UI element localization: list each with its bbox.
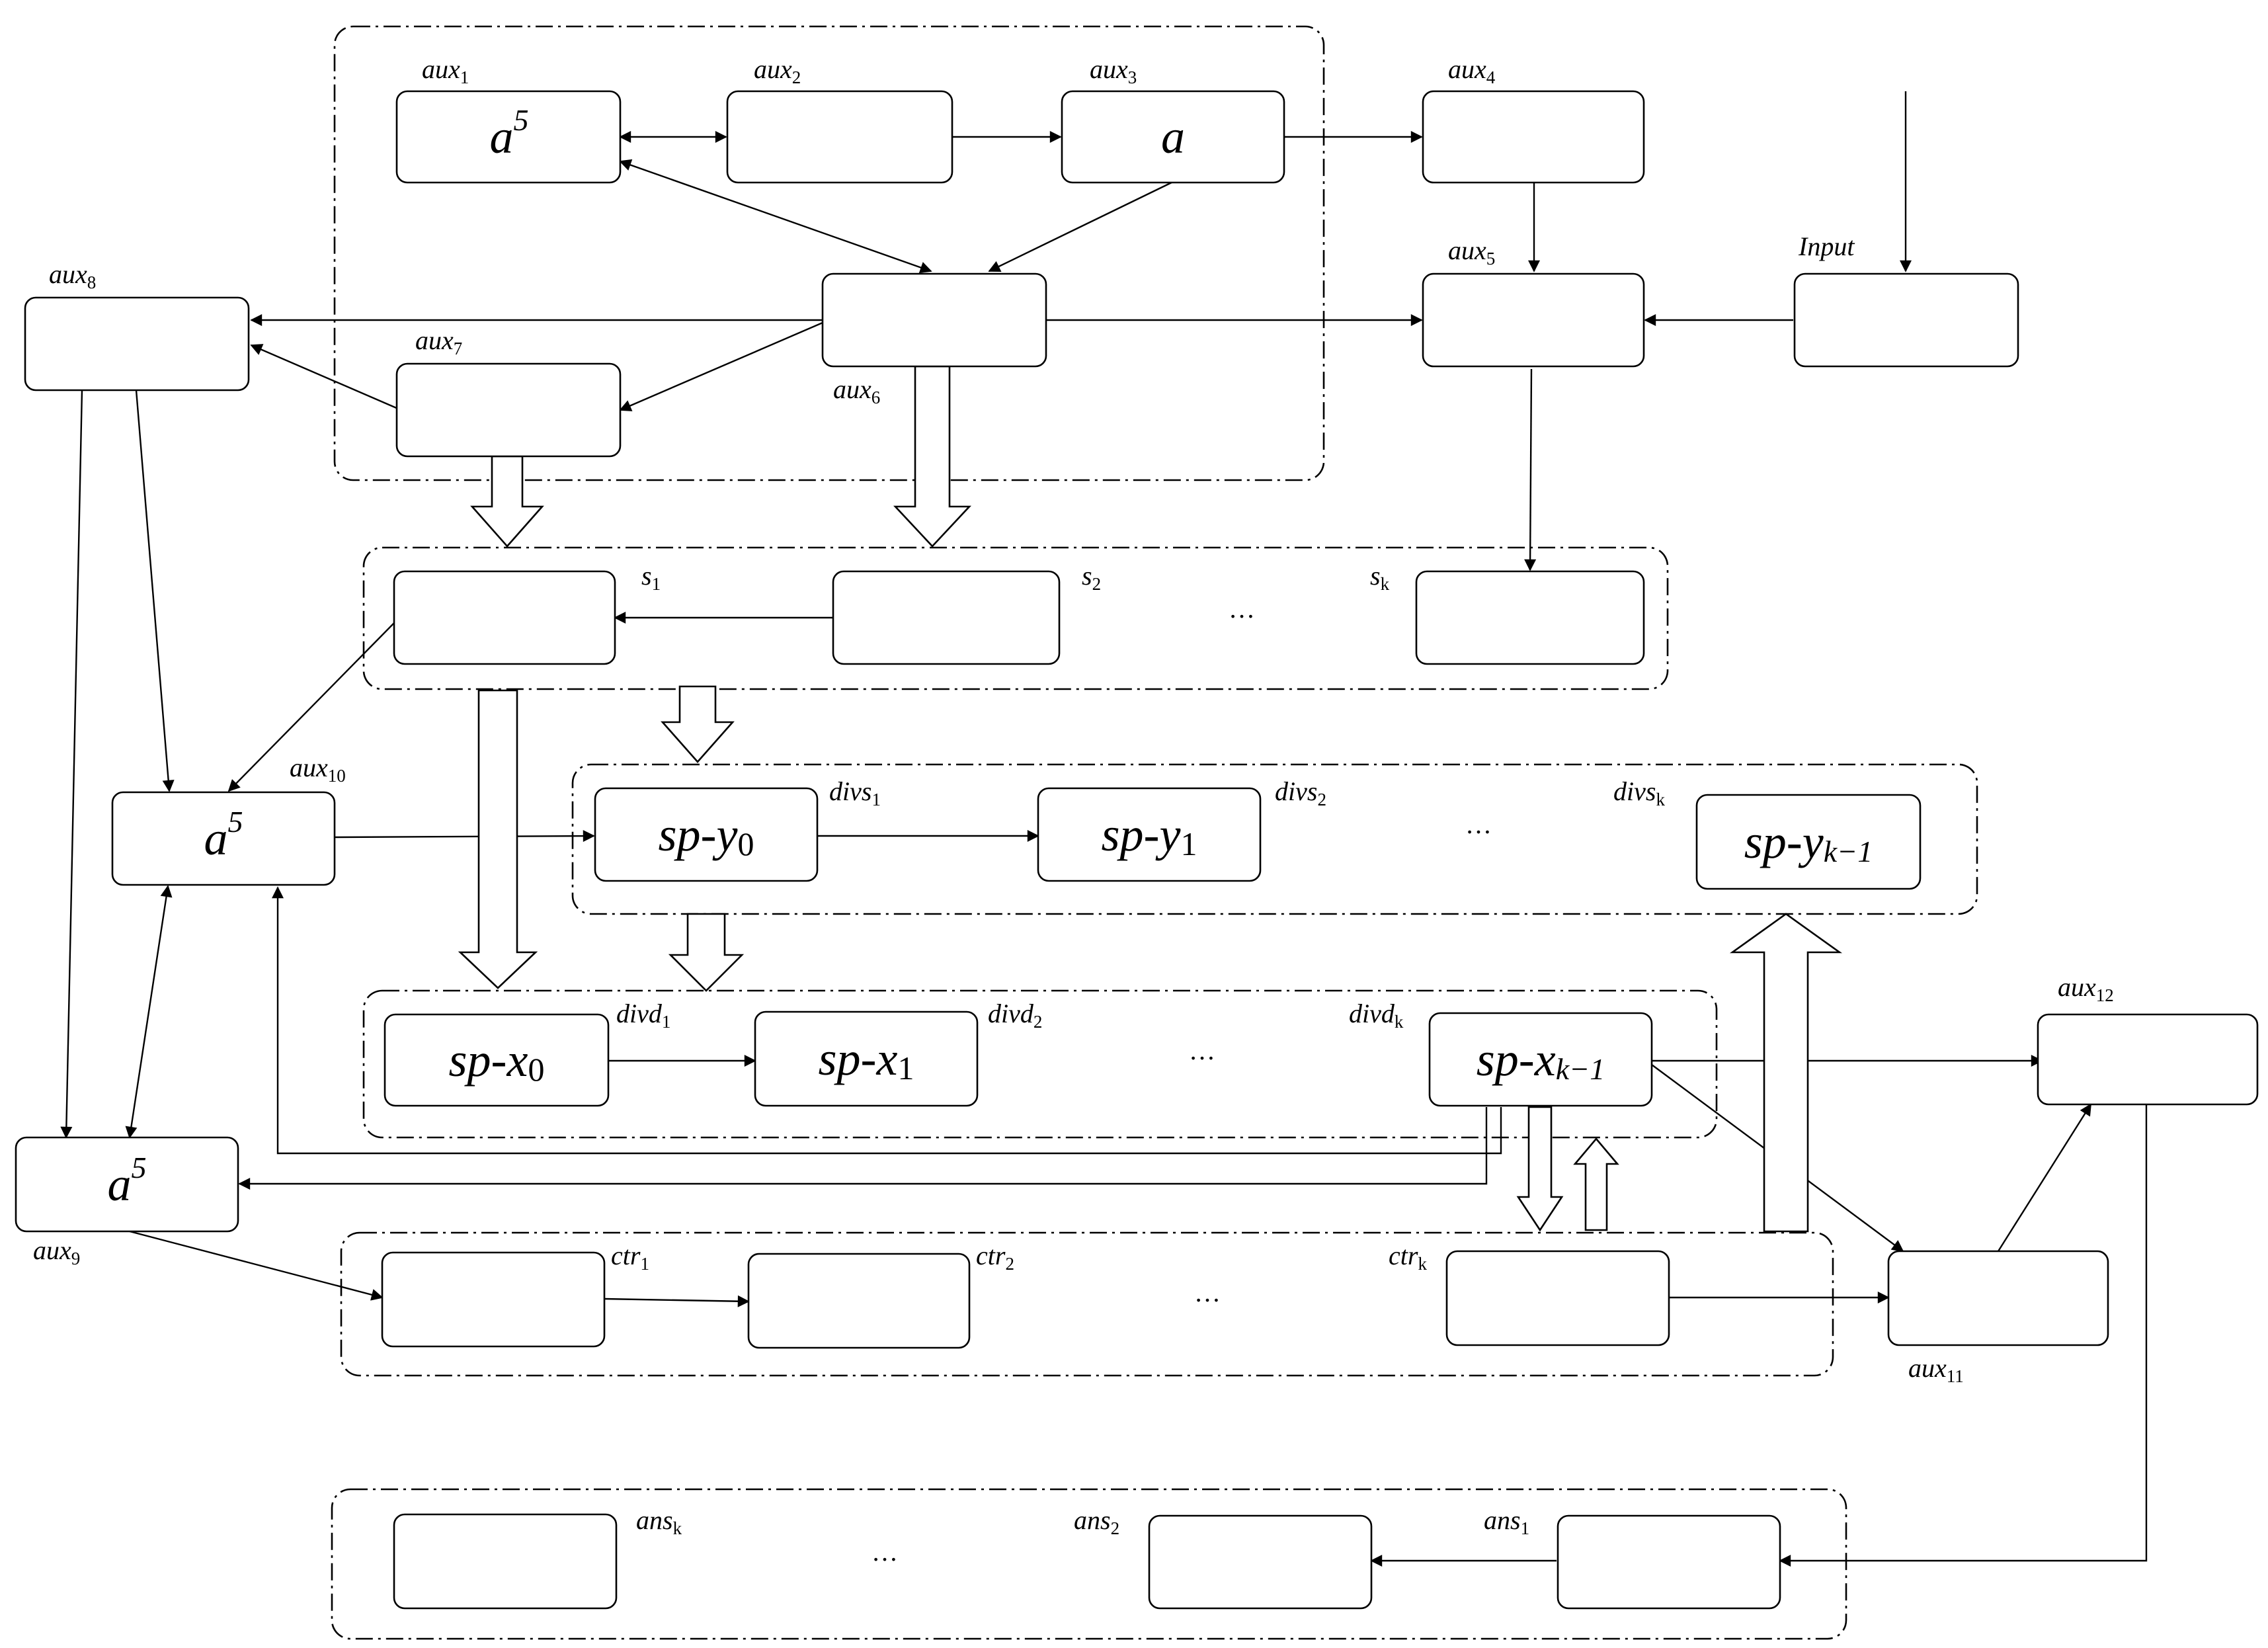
spy1-content: sp-y1: [1102, 808, 1197, 862]
s1-label: s1: [641, 561, 661, 594]
input-box: [1793, 272, 2019, 368]
aux3-box: [1061, 90, 1285, 184]
spxk-content: sp-xk−1: [1477, 1033, 1605, 1086]
ctr1-box: [381, 1251, 606, 1348]
divsk-label: divsk: [1613, 776, 1665, 809]
spx1-content: sp-x1: [819, 1032, 914, 1087]
divd-group-frame: [362, 989, 1718, 1139]
ctrk-label: ctrk: [1389, 1241, 1427, 1274]
s-row-ellipsis: …: [1229, 594, 1255, 624]
spy1-box: [1037, 787, 1262, 882]
aux1-box: [395, 90, 622, 184]
spyk-content: sp-yk−1: [1744, 815, 1873, 868]
ans-row-ellipsis: …: [871, 1537, 898, 1567]
ctrk-box: [1445, 1250, 1670, 1346]
aux11-box: [1887, 1250, 2109, 1346]
spx0-content: sp-x0: [449, 1034, 545, 1088]
s-group-frame: [362, 546, 1669, 690]
aux9-label: aux9: [33, 1235, 80, 1268]
spxk-box: [1428, 1012, 1653, 1107]
aux7-label: aux7: [415, 325, 462, 358]
spyk-box: [1695, 794, 1922, 890]
s2-box: [832, 570, 1061, 665]
aux4-box: [1422, 90, 1645, 184]
divdk-label: divdk: [1349, 999, 1404, 1032]
s1-box: [393, 570, 616, 665]
spx1-box: [754, 1010, 979, 1107]
aux6-box: [821, 272, 1047, 368]
sk-box: [1415, 570, 1645, 665]
aux6-label: aux6: [833, 374, 880, 407]
spy0-content: sp-y0: [659, 808, 754, 862]
ctr2-box: [747, 1253, 971, 1349]
aux10-label: aux10: [290, 753, 346, 786]
divd1-label: divd1: [616, 999, 670, 1032]
input-label: Input: [1798, 231, 1855, 261]
divs-group-frame: [571, 763, 1978, 915]
ans1-label: ans1: [1484, 1505, 1529, 1538]
ctr2-label: ctr2: [976, 1241, 1014, 1274]
ctr-group-frame: [340, 1231, 1834, 1377]
ctr1-label: ctr1: [611, 1241, 649, 1274]
aux3-label: aux3: [1090, 54, 1137, 87]
aux11-label: aux11: [1908, 1353, 1964, 1386]
ansk-label: ansk: [636, 1505, 682, 1538]
aux7-box: [395, 362, 622, 458]
aux10-content: a5: [204, 805, 243, 866]
divs2-label: divs2: [1275, 776, 1326, 809]
aux9-content: a5: [108, 1151, 147, 1212]
aux2-label: aux2: [754, 54, 801, 87]
ans2-label: ans2: [1074, 1505, 1119, 1538]
aux5-box: [1422, 272, 1645, 368]
aux-group-frame: [333, 25, 1325, 481]
ansk-box: [393, 1513, 618, 1610]
divs1-label: divs1: [829, 776, 881, 809]
ctr-row-ellipsis: …: [1194, 1278, 1221, 1307]
aux12-label: aux12: [2058, 972, 2114, 1005]
aux10-box: [111, 791, 336, 886]
aux9-box: [15, 1136, 239, 1233]
aux8-box: [24, 296, 250, 391]
aux8-label: aux8: [49, 259, 96, 292]
block-arrows: [458, 365, 1843, 1233]
aux2-box: [726, 90, 953, 184]
aux4-label: aux4: [1448, 54, 1496, 87]
aux5-label: aux5: [1448, 235, 1495, 268]
s2-label: s2: [1082, 561, 1101, 594]
divd-row-ellipsis: …: [1189, 1036, 1215, 1065]
spy0-box: [594, 787, 819, 882]
divd2-label: divd2: [988, 999, 1042, 1032]
connectors: [60, 91, 2148, 1567]
ans1-box: [1557, 1514, 1781, 1610]
sk-label: sk: [1370, 561, 1390, 594]
aux3-content: a: [1161, 110, 1185, 163]
ans2-box: [1148, 1514, 1373, 1610]
aux1-label: aux1: [422, 54, 469, 87]
ans-group-frame: [331, 1488, 1847, 1640]
aux12-box: [2037, 1013, 2259, 1106]
spx0-box: [384, 1013, 610, 1107]
aux1-content: a5: [490, 103, 529, 164]
divs-row-ellipsis: …: [1465, 809, 1492, 839]
